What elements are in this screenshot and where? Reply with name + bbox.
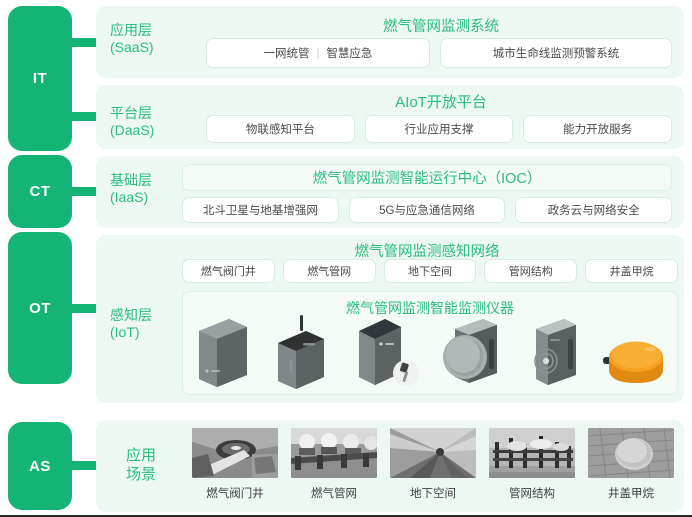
iot-pill-4[interactable]: 井盖甲烷	[585, 259, 678, 283]
scenario-caption-valve-well: 燃气阀门井	[206, 488, 264, 500]
layer-label-iaas: 基础层 (IaaS)	[110, 172, 172, 206]
scenarios-label-line2: 场景	[126, 466, 157, 483]
layer-label-iot-en: (IoT)	[110, 324, 140, 340]
layer-rail: IT CT OT AS	[8, 0, 104, 517]
scenario-thumb-underground-space	[390, 428, 476, 478]
daas-pill-0[interactable]: 物联感知平台	[206, 115, 355, 143]
rail-label-ot: OT	[29, 299, 51, 317]
scenario-item-underground-space[interactable]: 地下空间	[390, 428, 476, 504]
saas-title: 燃气管网监测系统	[383, 19, 499, 35]
device-round-dial-sensor[interactable]	[435, 313, 507, 394]
layer-label-saas: 应用层 (SaaS)	[110, 22, 172, 56]
iot-instrument-card: 燃气管网监测智能监测仪器	[182, 291, 678, 395]
iaas-item-row: 北斗卫星与地基增强网 5G与应急通信网络 政务云与网络安全	[182, 197, 673, 223]
scenarios-label-line1: 应用	[126, 447, 157, 464]
panel-application-layer: 应用层 (SaaS) 燃气管网监测系统 一网统管 | 智慧应急 城市生命线监测预…	[96, 6, 684, 78]
saas-pill-combined[interactable]: 一网统管 | 智慧应急	[206, 38, 430, 68]
layer-label-daas-en: (DaaS)	[110, 122, 155, 138]
rail-label-ct: CT	[29, 183, 51, 200]
rail-item-as[interactable]: AS	[8, 422, 72, 510]
iaas-pill-2[interactable]: 政务云与网络安全	[515, 197, 673, 223]
rail-item-ot[interactable]: OT	[8, 232, 72, 384]
scenario-thumb-gas-pipeline	[291, 428, 377, 478]
daas-pill-1[interactable]: 行业应用支撑	[364, 115, 514, 143]
rail-label-it: IT	[32, 70, 48, 87]
saas-item-row: 一网统管 | 智慧应急 城市生命线监测预警系统	[206, 38, 672, 68]
daas-title: AIoT开放平台	[395, 94, 487, 111]
layer-label-saas-en: (SaaS)	[110, 39, 154, 55]
daas-item-row: 物联感知平台 行业应用支撑 能力开放服务	[206, 115, 673, 143]
daas-pill-2[interactable]: 能力开放服务	[523, 115, 673, 143]
layer-label-daas-cn: 平台层	[110, 105, 152, 121]
scenario-item-manhole-methane[interactable]: 井盖甲烷	[588, 428, 674, 504]
iot-pill-2[interactable]: 地下空间	[383, 259, 477, 283]
scenario-thumb-manhole-methane	[588, 428, 674, 478]
device-box-sensor-with-probe[interactable]	[349, 311, 419, 394]
saas-pill-lifeline-label: 城市生命线监测预警系统	[492, 48, 620, 60]
scenario-thumb-pipe-network-structure	[489, 428, 575, 478]
layer-label-iot: 感知层 (IoT)	[110, 307, 172, 341]
layer-label-daas: 平台层 (DaaS)	[110, 105, 172, 139]
panel-application-scenarios: 应用 场景	[96, 420, 684, 512]
scenario-caption-gas-pipeline: 燃气管网	[311, 488, 357, 500]
layer-label-saas-cn: 应用层	[110, 22, 152, 38]
panel-infrastructure-layer: 基础层 (IaaS) 燃气管网监测智能运行中心（IOC） 北斗卫星与地基增强网 …	[96, 156, 684, 228]
device-antenna-box-sensor[interactable]	[270, 313, 332, 394]
connector-it-daas	[72, 112, 104, 121]
iaas-ioc-label: 燃气管网监测智能运行中心（IOC）	[312, 171, 542, 187]
iot-pill-0[interactable]: 燃气阀门井	[182, 259, 275, 283]
device-orange-manhole-methane-sensor[interactable]	[602, 333, 671, 394]
device-flat-wall-sensor[interactable]	[524, 313, 586, 394]
device-tall-grey-box-sensor[interactable]	[191, 313, 253, 394]
rail-item-ct[interactable]: CT	[8, 155, 72, 228]
saas-pill-lifeline[interactable]: 城市生命线监测预警系统	[440, 38, 672, 68]
iot-instrument-card-title: 燃气管网监测智能监测仪器	[346, 300, 514, 316]
connector-ot-iot	[72, 304, 104, 313]
connector-it-saas	[72, 38, 104, 47]
panel-sensing-layer: 感知层 (IoT) 燃气管网监测感知网络 燃气阀门井 燃气管网 地下空间 管网结…	[96, 235, 684, 403]
connector-as-scenarios	[72, 461, 104, 470]
saas-pill-right-label: 智慧应急	[326, 48, 373, 60]
iot-device-gallery	[183, 313, 679, 394]
panel-platform-layer: 平台层 (DaaS) AIoT开放平台 物联感知平台 行业应用支撑 能力开放服务	[96, 85, 684, 149]
layer-label-iot-cn: 感知层	[110, 307, 152, 323]
bottom-divider	[0, 515, 692, 517]
iaas-pill-1[interactable]: 5G与应急通信网络	[348, 197, 506, 223]
iot-pill-1[interactable]: 燃气管网	[282, 259, 376, 283]
rail-label-as: AS	[29, 457, 51, 475]
rail-item-it[interactable]: IT	[8, 6, 72, 151]
iaas-ioc-banner[interactable]: 燃气管网监测智能运行中心（IOC）	[182, 164, 672, 191]
layer-label-iaas-en: (IaaS)	[110, 189, 149, 205]
scenario-item-gas-pipeline[interactable]: 燃气管网	[291, 428, 377, 504]
scenario-caption-manhole-methane: 井盖甲烷	[608, 488, 654, 500]
saas-pill-left-label: 一网统管	[263, 48, 310, 60]
saas-pill-divider: |	[316, 47, 320, 59]
layer-label-iaas-cn: 基础层	[110, 172, 152, 188]
scenarios-label: 应用 场景	[126, 446, 178, 484]
iaas-pill-0[interactable]: 北斗卫星与地基增强网	[182, 197, 339, 223]
scenario-item-valve-well[interactable]: 燃气阀门井	[192, 428, 278, 504]
connector-ct-iaas	[72, 187, 104, 196]
scenario-caption-underground-space: 地下空间	[410, 488, 456, 500]
iot-item-row: 燃气阀门井 燃气管网 地下空间 管网结构 井盖甲烷	[182, 259, 678, 283]
scenario-item-pipe-network-structure[interactable]: 管网结构	[489, 428, 575, 504]
iot-title: 燃气管网监测感知网络	[354, 244, 500, 260]
scenario-caption-pipe-network-structure: 管网结构	[509, 488, 555, 500]
iot-pill-3[interactable]: 管网结构	[484, 259, 578, 283]
scenario-thumb-valve-well	[192, 428, 278, 478]
scenario-gallery: 燃气阀门井	[192, 428, 674, 504]
